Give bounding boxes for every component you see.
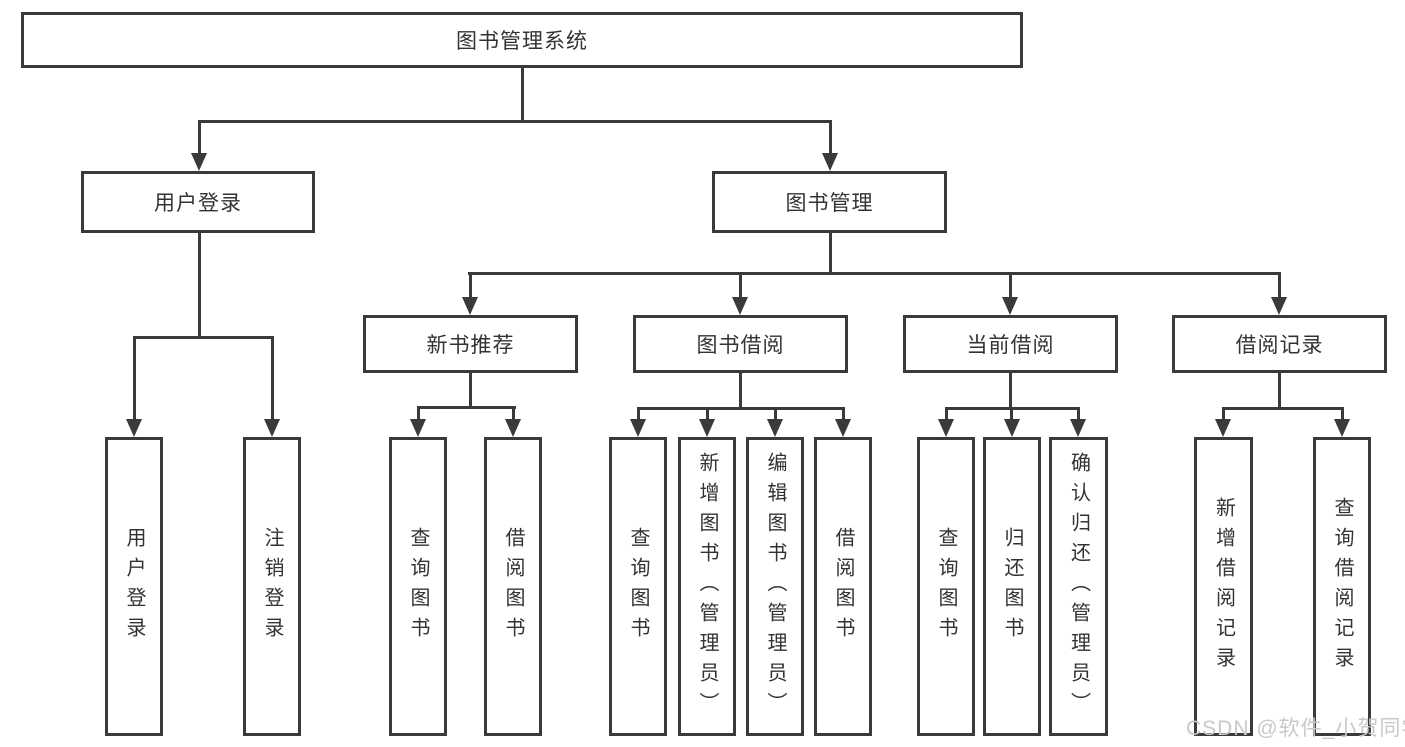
connector-line: [829, 120, 832, 154]
leaf-return-book: 归还图书: [983, 437, 1041, 736]
leaf-borrow-books-borrowing: 借阅图书: [814, 437, 872, 736]
arrow-down-icon: [938, 419, 954, 437]
connector-line: [469, 272, 472, 297]
leaf-logout: 注销登录: [243, 437, 301, 736]
arrow-down-icon: [1002, 297, 1018, 315]
leaf-add-borrow-record: 新增借阅记录: [1194, 437, 1253, 736]
leaf-user-login: 用户登录: [105, 437, 163, 736]
node-current-borrowing: 当前借阅: [903, 315, 1118, 373]
arrow-down-icon: [835, 419, 851, 437]
connector-line: [512, 406, 515, 419]
arrow-down-icon: [410, 419, 426, 437]
connector-line: [198, 120, 201, 154]
connector-line: [842, 407, 845, 419]
connector-line: [1341, 407, 1344, 419]
arrow-down-icon: [1271, 297, 1287, 315]
arrow-down-icon: [630, 419, 646, 437]
connector-line: [774, 407, 777, 419]
leaf-query-borrow-record: 查询借阅记录: [1313, 437, 1371, 736]
connector-line: [468, 272, 1281, 275]
leaf-query-books-current: 查询图书: [917, 437, 975, 736]
leaf-add-book-admin: 新增图书（管理员）: [678, 437, 736, 736]
leaf-borrow-books-recommend: 借阅图书: [484, 437, 542, 736]
leaf-edit-book-admin: 编辑图书（管理员）: [746, 437, 804, 736]
arrow-down-icon: [462, 297, 478, 315]
connector-line: [1010, 407, 1013, 419]
connector-line: [945, 407, 948, 419]
connector-line: [1009, 373, 1012, 410]
arrow-down-icon: [732, 297, 748, 315]
connector-line: [198, 120, 832, 123]
leaf-confirm-return-admin: 确认归还（管理员）: [1049, 437, 1108, 736]
arrow-down-icon: [264, 419, 280, 437]
connector-line: [521, 68, 524, 123]
node-book-management: 图书管理: [712, 171, 947, 233]
connector-line: [1077, 407, 1080, 419]
node-user-login: 用户登录: [81, 171, 315, 233]
node-library-management-system: 图书管理系统: [21, 12, 1023, 68]
connector-line: [637, 407, 640, 419]
node-book-borrowing: 图书借阅: [633, 315, 848, 373]
leaf-query-books-recommend: 查询图书: [389, 437, 447, 736]
node-new-book-recommend: 新书推荐: [363, 315, 578, 373]
connector-line: [706, 407, 709, 419]
connector-line: [417, 406, 516, 409]
connector-line: [133, 336, 274, 339]
connector-line: [637, 407, 845, 410]
connector-line: [1278, 373, 1281, 410]
arrow-down-icon: [1070, 419, 1086, 437]
connector-line: [739, 272, 742, 297]
leaf-query-books-borrowing: 查询图书: [609, 437, 667, 736]
node-borrowing-records: 借阅记录: [1172, 315, 1387, 373]
arrow-down-icon: [822, 153, 838, 171]
arrow-down-icon: [1004, 419, 1020, 437]
connector-line: [271, 336, 274, 419]
connector-line: [1278, 272, 1281, 297]
connector-line: [1222, 407, 1225, 419]
connector-line: [469, 373, 472, 409]
connector-line: [198, 233, 201, 339]
arrow-down-icon: [1334, 419, 1350, 437]
connector-line: [417, 406, 420, 419]
connector-line: [133, 336, 136, 419]
arrow-down-icon: [767, 419, 783, 437]
connector-line: [739, 373, 742, 410]
arrow-down-icon: [505, 419, 521, 437]
arrow-down-icon: [126, 419, 142, 437]
arrow-down-icon: [699, 419, 715, 437]
arrow-down-icon: [1215, 419, 1231, 437]
connector-line: [829, 233, 832, 275]
watermark: CSDN @软件_小贺同学: [1186, 717, 1405, 740]
connector-line: [1222, 407, 1344, 410]
arrow-down-icon: [191, 153, 207, 171]
connector-line: [1009, 272, 1012, 297]
